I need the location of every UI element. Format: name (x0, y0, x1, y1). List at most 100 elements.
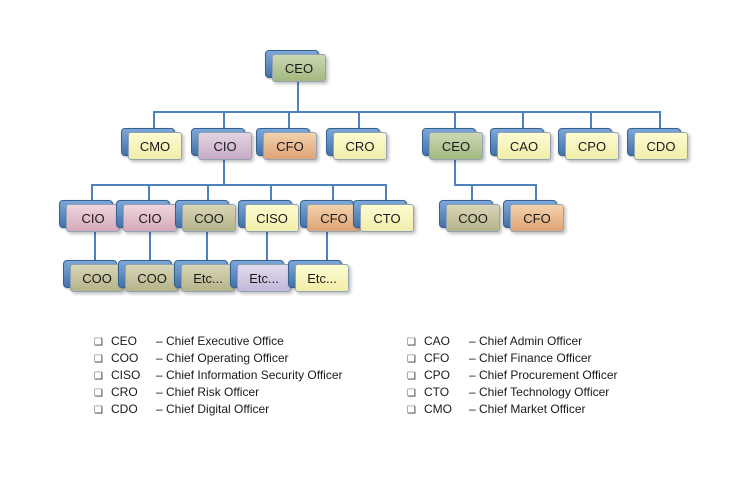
legend-abbr: COO (111, 351, 139, 365)
org-node-label: CIO (123, 204, 177, 232)
legend-desc: – Chief Admin Officer (469, 334, 583, 348)
org-node: CEO (422, 128, 483, 160)
connector-line (153, 112, 155, 132)
legend-item: ❑ COO – Chief Operating Officer (94, 351, 343, 368)
org-node: CPO (558, 128, 619, 160)
legend-desc: – Chief Executive Office (156, 334, 284, 348)
connector-line (148, 185, 150, 205)
legend-item: ❑ CPO – Chief Procurement Officer (407, 368, 618, 385)
checkbox-bullet-icon: ❑ (407, 405, 416, 416)
org-node-label: CFO (510, 204, 564, 232)
connector-line (223, 158, 225, 186)
org-node-label: COO (70, 264, 124, 292)
connector-line (266, 230, 268, 265)
connector-line (94, 230, 96, 265)
org-node: CTO (353, 200, 414, 232)
connector-line (522, 112, 524, 132)
legend-item: ❑ CEO – Chief Executive Office (94, 334, 343, 351)
connector-line (454, 184, 537, 186)
connector-line (270, 185, 272, 205)
checkbox-bullet-icon: ❑ (94, 405, 103, 416)
legend-abbr: CDO (111, 402, 138, 416)
legend-right-column: ❑ CAO – Chief Admin Officer ❑ CFO – Chie… (407, 334, 618, 419)
legend-desc: – Chief Operating Officer (156, 351, 289, 365)
checkbox-bullet-icon: ❑ (407, 371, 416, 382)
org-node: CIO (116, 200, 177, 232)
legend-item: ❑ CTO – Chief Technology Officer (407, 385, 618, 402)
org-node-label: COO (446, 204, 500, 232)
org-node: CMO (121, 128, 182, 160)
org-node: CIO (191, 128, 252, 160)
org-node-label: CTO (360, 204, 414, 232)
legend-abbr: CMO (424, 402, 452, 416)
legend-left-column: ❑ CEO – Chief Executive Office ❑ COO – C… (94, 334, 343, 419)
org-node: CDO (627, 128, 688, 160)
org-node: COO (118, 260, 179, 292)
org-node-label: CIO (198, 132, 252, 160)
org-node-label: COO (125, 264, 179, 292)
org-node: CFO (503, 200, 564, 232)
connector-line (535, 185, 537, 205)
org-node-label: Etc... (295, 264, 349, 292)
legend-abbr: CAO (424, 334, 451, 348)
legend-desc: – Chief Information Security Officer (156, 368, 343, 382)
org-node-label: CRO (333, 132, 387, 160)
legend-abbr: CRO (111, 385, 138, 399)
org-node-label: CFO (307, 204, 361, 232)
legend-abbr: CFO (424, 351, 450, 365)
connector-line (454, 158, 456, 186)
org-node-root: CEO (265, 50, 326, 82)
legend-item: ❑ CAO – Chief Admin Officer (407, 334, 618, 351)
org-node-label: Etc... (237, 264, 291, 292)
org-node: COO (175, 200, 236, 232)
legend-item: ❑ CRO – Chief Risk Officer (94, 385, 343, 402)
connector-line (223, 112, 225, 132)
org-node: Etc... (174, 260, 235, 292)
org-node-label: CFO (263, 132, 317, 160)
connector-line (326, 230, 328, 265)
checkbox-bullet-icon: ❑ (407, 388, 416, 399)
legend-desc: – Chief Risk Officer (156, 385, 260, 399)
connector-line (206, 230, 208, 265)
connector-line (385, 185, 387, 205)
checkbox-bullet-icon: ❑ (94, 354, 103, 365)
legend-desc: – Chief Market Officer (469, 402, 586, 416)
org-node: CAO (490, 128, 551, 160)
connector-line (454, 112, 456, 132)
org-node-label: Etc... (181, 264, 235, 292)
connector-line (153, 111, 661, 113)
org-node-label: COO (182, 204, 236, 232)
connector-line (471, 185, 473, 205)
legend-item: ❑ CMO – Chief Market Officer (407, 402, 618, 419)
legend-item: ❑ CISO – Chief Information Security Offi… (94, 368, 343, 385)
org-node: CRO (326, 128, 387, 160)
legend-abbr: CPO (424, 368, 451, 382)
org-node-label: CPO (565, 132, 619, 160)
org-node: Etc... (230, 260, 291, 292)
checkbox-bullet-icon: ❑ (94, 371, 103, 382)
connector-line (149, 230, 151, 265)
org-node-label: CEO (429, 132, 483, 160)
connector-line (288, 112, 290, 132)
checkbox-bullet-icon: ❑ (407, 354, 416, 365)
org-node: CFO (300, 200, 361, 232)
legend-item: ❑ CFO – Chief Finance Officer (407, 351, 618, 368)
org-node: CISO (238, 200, 299, 232)
connector-line (358, 112, 360, 132)
org-node-label: CEO (272, 54, 326, 82)
legend-desc: – Chief Digital Officer (156, 402, 270, 416)
connector-line (297, 80, 299, 113)
org-node-label: CISO (245, 204, 299, 232)
org-node: COO (439, 200, 500, 232)
connector-line (91, 185, 93, 205)
legend-desc: – Chief Finance Officer (469, 351, 592, 365)
org-node-label: CMO (128, 132, 182, 160)
connector-line (91, 184, 387, 186)
org-node-label: CAO (497, 132, 551, 160)
connector-line (332, 185, 334, 205)
legend-abbr: CISO (111, 368, 141, 382)
checkbox-bullet-icon: ❑ (94, 337, 103, 348)
org-node: Etc... (288, 260, 349, 292)
connector-line (207, 185, 209, 205)
